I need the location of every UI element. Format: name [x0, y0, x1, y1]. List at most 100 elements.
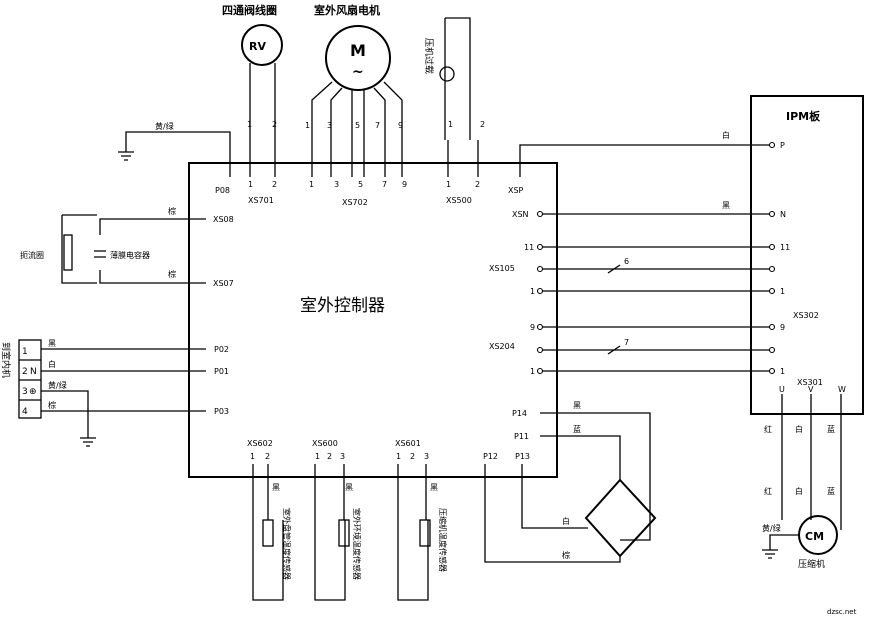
conn-p01: P01 — [214, 367, 229, 376]
ps-lead-1: 1 — [448, 120, 453, 129]
xs602-pin1: 1 — [250, 452, 255, 461]
fan-lead-7: 7 — [375, 121, 380, 130]
valve-coil-label: 四通阀线圈 — [222, 3, 277, 17]
xs601-pin2: 2 — [410, 452, 415, 461]
ipm-pin1a: 1 — [780, 287, 785, 296]
wire-label-yellow-green-top: 黄/绿 — [155, 121, 174, 131]
xs702-pin1: 1 — [309, 180, 314, 189]
conn-xs08: XS08 — [213, 215, 234, 224]
wire-p11-bridge — [540, 435, 621, 480]
wire-label-red-u2: 红 — [764, 486, 772, 496]
wire-label-blue-w2: 蓝 — [827, 486, 835, 496]
wire-label-brown-4: 棕 — [48, 400, 56, 410]
xs701-pin2: 2 — [272, 180, 277, 189]
xs105-bundle — [540, 246, 772, 292]
conn-xsn: XSN — [512, 210, 529, 219]
wire-label-yellow-green-cm: 黄/绿 — [762, 523, 781, 533]
wire-label-black-1: 黑 — [48, 339, 56, 348]
conn-p12: P12 — [483, 452, 498, 461]
conn-xsp: XSP — [508, 186, 524, 195]
xs600-pin3: 3 — [340, 452, 345, 461]
conn-p13: P13 — [515, 452, 530, 461]
fan-motor-leads — [311, 81, 403, 140]
xs204-pin1: 1 — [530, 367, 535, 376]
compressor-leads — [781, 394, 842, 530]
wire-bridge-out — [484, 464, 621, 563]
xs600-pin1: 1 — [315, 452, 320, 461]
ipm-pin11: 11 — [780, 243, 790, 252]
ps-lead-2: 2 — [480, 120, 485, 129]
wire-label-yellow-green-3: 黄/绿 — [48, 380, 67, 390]
wire-label-red-u: 红 — [764, 424, 772, 434]
ground-symbol-top — [118, 142, 134, 161]
pressure-switch-label: 压机过载 — [423, 38, 435, 74]
xs204-pin9: 9 — [530, 323, 535, 332]
wire-label-brown-2: 棕 — [168, 269, 176, 279]
conn-p11: P11 — [514, 432, 529, 441]
pressure-switch-leads — [444, 17, 471, 140]
terminal-4: 4 — [22, 407, 28, 417]
xs500-pin2: 2 — [475, 180, 480, 189]
wire-label-brown-bridge: 棕 — [562, 550, 570, 560]
indoor-wires — [41, 348, 206, 438]
conn-xs701: XS701 — [248, 196, 274, 205]
wire-label-black-n: 黑 — [722, 201, 730, 210]
terminal-3: 3 — [22, 387, 28, 397]
indoor-terminal-block — [18, 339, 42, 419]
reactor-symbol — [63, 234, 73, 271]
rv-lead-1: 1 — [247, 120, 252, 129]
rv-lead-2: 2 — [272, 120, 277, 129]
xs601-pin1: 1 — [396, 452, 401, 461]
ipm-xs301-label: XS301 — [797, 378, 823, 387]
wire-label-white-p: 白 — [722, 130, 730, 140]
cm-label: CM — [805, 530, 824, 543]
bundle-count-6: 6 — [624, 257, 629, 266]
pressure-switch-symbol — [439, 66, 455, 82]
wire-reactor — [99, 218, 206, 284]
sensor-3-thermistor — [419, 519, 431, 547]
fan-motor-label: 室外风扇电机 — [314, 3, 380, 17]
xs701-pin1: 1 — [248, 180, 253, 189]
capacitor-symbol — [94, 250, 106, 258]
conn-xs601: XS601 — [395, 439, 421, 448]
rv-label: RV — [249, 40, 266, 53]
conn-p02: P02 — [214, 345, 229, 354]
capacitor-label: 薄膜电容器 — [110, 250, 150, 260]
motor-label: M — [350, 41, 366, 60]
reactor-label: 扼流圈 — [20, 250, 44, 260]
ipm-pin9: 9 — [780, 323, 785, 332]
conn-p03: P03 — [214, 407, 229, 416]
sensor-2-label: 室外环境温度传感器 — [352, 508, 362, 580]
rv-leads — [249, 63, 276, 140]
wire-label-blue-w: 蓝 — [827, 424, 835, 434]
compressor-label: 压缩机 — [798, 558, 825, 570]
xs702-pin3: 3 — [334, 180, 339, 189]
wire-label-brown-1: 棕 — [168, 206, 176, 216]
sensor-1-label: 室外盘管温度传感器 — [282, 508, 292, 580]
top-connector-stubs — [229, 140, 479, 177]
motor-tilde: ~ — [352, 64, 364, 80]
wire-xsp-p — [519, 144, 772, 177]
wire-label-white-v: 白 — [795, 424, 803, 434]
wire-label-black-s3: 黑 — [430, 483, 438, 492]
xs702-pin5: 5 — [358, 180, 363, 189]
wire-label-blue-p11: 蓝 — [573, 424, 581, 434]
terminal-2n: N — [30, 367, 37, 377]
xs204-bundle — [540, 326, 772, 372]
xs105-pin11: 11 — [524, 243, 534, 252]
right-connector-dots — [536, 141, 776, 375]
sensor-1-thermistor — [262, 519, 274, 547]
conn-xs600: XS600 — [312, 439, 338, 448]
ipm-pin-n: N — [780, 210, 786, 219]
controller-box — [188, 162, 558, 478]
xs105-pin1: 1 — [530, 287, 535, 296]
conn-xs105: XS105 — [489, 264, 515, 273]
conn-p14: P14 — [512, 409, 527, 418]
reactor-frame — [61, 214, 97, 284]
wire-label-white-v2: 白 — [795, 486, 803, 496]
bundle-count-7: 7 — [624, 338, 629, 347]
ipm-pin-v: V — [808, 385, 814, 394]
ipm-box — [750, 95, 864, 415]
terminal-gnd-mark: ⊕ — [29, 387, 37, 397]
